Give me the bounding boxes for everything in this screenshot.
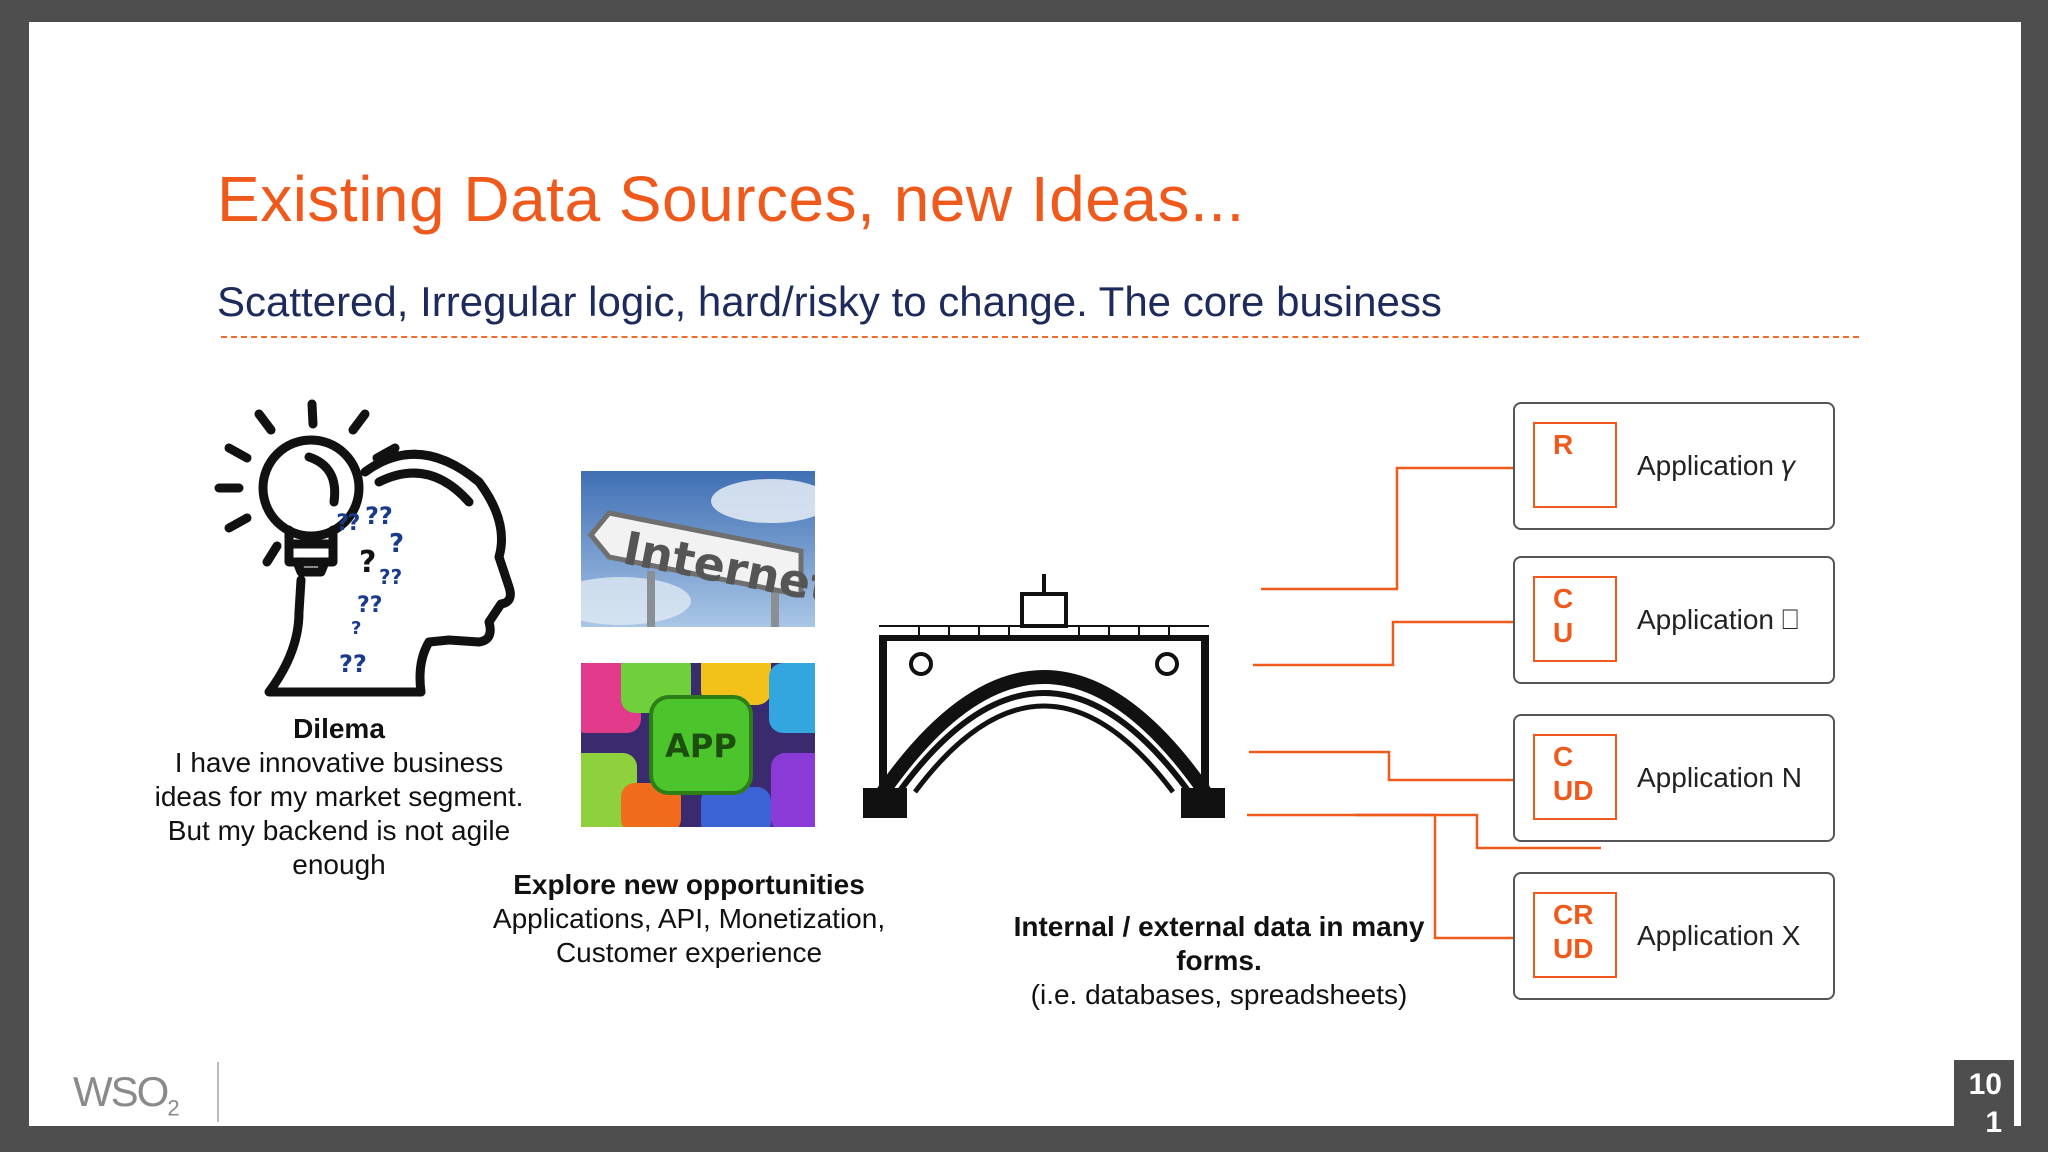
dilema-body: I have innovative business ideas for my … <box>154 747 524 880</box>
data-body: (i.e. databases, spreadsheets) <box>1030 979 1408 1010</box>
svg-text:??: ?? <box>357 593 383 618</box>
app-tile-text: APP <box>665 727 737 765</box>
logo-sub: 2 <box>167 1095 180 1121</box>
logo-main: WSO <box>73 1068 169 1115</box>
app-tiles-image: APP <box>581 663 815 827</box>
crud-label: CR UD <box>1533 892 1617 978</box>
page-number: 101 <box>1954 1060 2014 1152</box>
dashed-divider <box>221 336 1859 338</box>
svg-text:??: ?? <box>339 650 367 678</box>
svg-text:??: ?? <box>379 565 402 589</box>
app-box-box: C U Application ⎕ <box>1513 556 1835 684</box>
lightbulb-head-icon: ⁇ ?? ? ? ?? ?? ? ?? <box>189 372 519 712</box>
wso2-logo: WSO2 <box>73 1068 180 1121</box>
logo-divider <box>217 1062 219 1122</box>
app-label: Application N <box>1637 762 1802 793</box>
slide-title: Existing Data Sources, new Ideas... <box>217 163 1245 235</box>
app-box-n: C UD Application N <box>1513 714 1835 842</box>
explore-body: Applications, API, Monetization, Custome… <box>492 903 886 968</box>
explore-heading: Explore new opportunities <box>513 869 865 900</box>
svg-text:??: ?? <box>365 502 393 530</box>
explore-caption: Explore new opportunities Applications, … <box>469 868 909 970</box>
crud-label: C UD <box>1533 734 1617 820</box>
svg-text:?: ? <box>351 618 361 639</box>
bridge-icon <box>859 572 1229 822</box>
svg-text:?: ? <box>389 529 404 559</box>
svg-text:⁇: ⁇ <box>337 511 360 536</box>
app-label: Application 𝛾 <box>1637 450 1797 481</box>
svg-text:?: ? <box>359 545 376 580</box>
data-heading: Internal / external data in many forms. <box>1013 911 1425 976</box>
slide-subtitle: Scattered, Irregular logic, hard/risky t… <box>217 278 1442 325</box>
internet-sign-image: Internet <box>581 471 815 627</box>
dilema-heading: Dilema <box>293 713 385 744</box>
crud-label: C U <box>1533 576 1617 662</box>
slide: Existing Data Sources, new Ideas... Scat… <box>29 22 2021 1126</box>
app-box-x: CR UD Application X <box>1513 872 1835 1000</box>
app-label: Application ⎕ <box>1637 604 1799 635</box>
data-caption: Internal / external data in many forms. … <box>969 910 1469 1012</box>
crud-label: R <box>1533 422 1617 508</box>
dilema-caption: Dilema I have innovative business ideas … <box>139 712 539 882</box>
app-label: Application X <box>1637 920 1801 951</box>
app-box-gamma: R Application 𝛾 <box>1513 402 1835 530</box>
